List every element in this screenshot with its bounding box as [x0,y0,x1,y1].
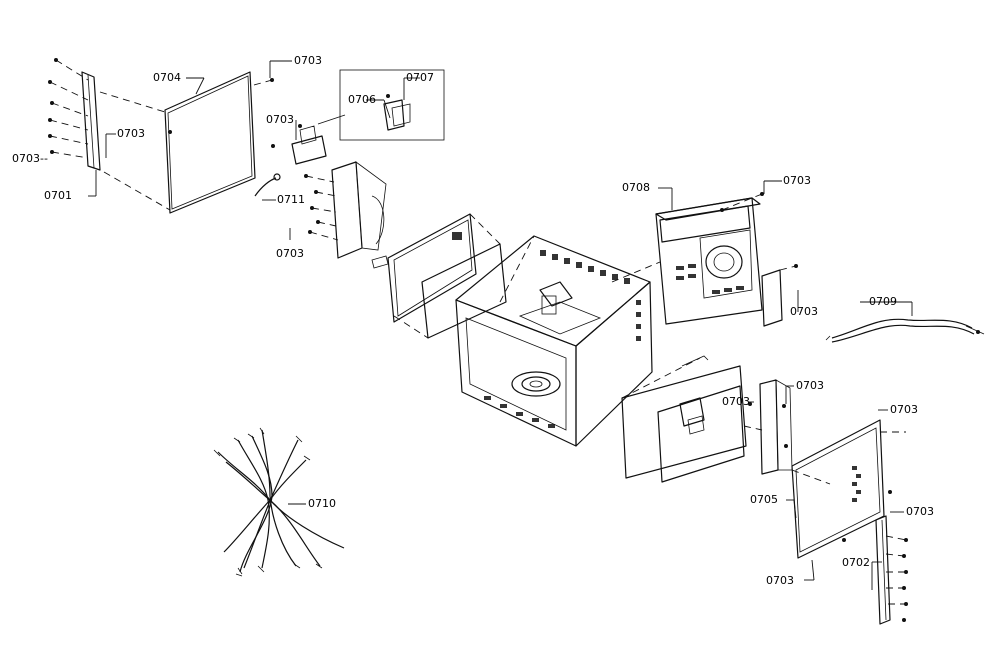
right-side-panel [791,419,906,559]
callout-0703-duct: 0703 [276,247,304,260]
callout-0702: 0702 [842,556,870,569]
switch-bracket [271,114,346,165]
wire-harness [213,427,345,577]
callout-0703-case-side: 0703 [790,305,818,318]
callout-0703-case-top: 0703 [783,174,811,187]
callout-0703-left-screws: 0703-- [12,152,48,165]
callout-0703-switch: 0703 [266,113,294,126]
right-bracket [743,379,793,475]
right-mounting-bracket [875,515,908,625]
callout-0703-left-panel: 0703 [117,127,145,140]
vent-duct [304,161,389,269]
oven-cavity [455,235,661,447]
callout-0709: 0709 [869,295,897,308]
outer-case-back [655,192,798,327]
callout-0706: 0706 [348,93,376,106]
power-cord [825,318,985,343]
callout-0705: 0705 [750,493,778,506]
callout-0708: 0708 [622,181,650,194]
callout-0703-right-screws: 0703 [906,505,934,518]
left-side-panel [99,71,274,214]
callout-0710: 0710 [308,497,336,510]
left-mounting-bracket [48,58,101,171]
detail-inset-switch [339,69,445,141]
callout-0703-right-bracket: 0703 [796,379,824,392]
control-board [621,355,747,483]
callout-0703-right-panel-bottom: 0703 [766,574,794,587]
callout-0703-board: 0703 [722,395,750,408]
door-glass-panel [393,213,507,339]
callout-0701: 0701 [44,189,72,202]
callout-0704: 0704 [153,71,181,84]
callout-0703-right-panel-top: 0703 [890,403,918,416]
wire-connector [254,173,281,197]
callout-0711: 0711 [277,193,305,206]
callout-0707: 0707 [406,71,434,84]
door-choke-panel [387,213,477,323]
leader-lines [88,60,913,590]
callout-0703-top-left: 0703 [294,54,322,67]
